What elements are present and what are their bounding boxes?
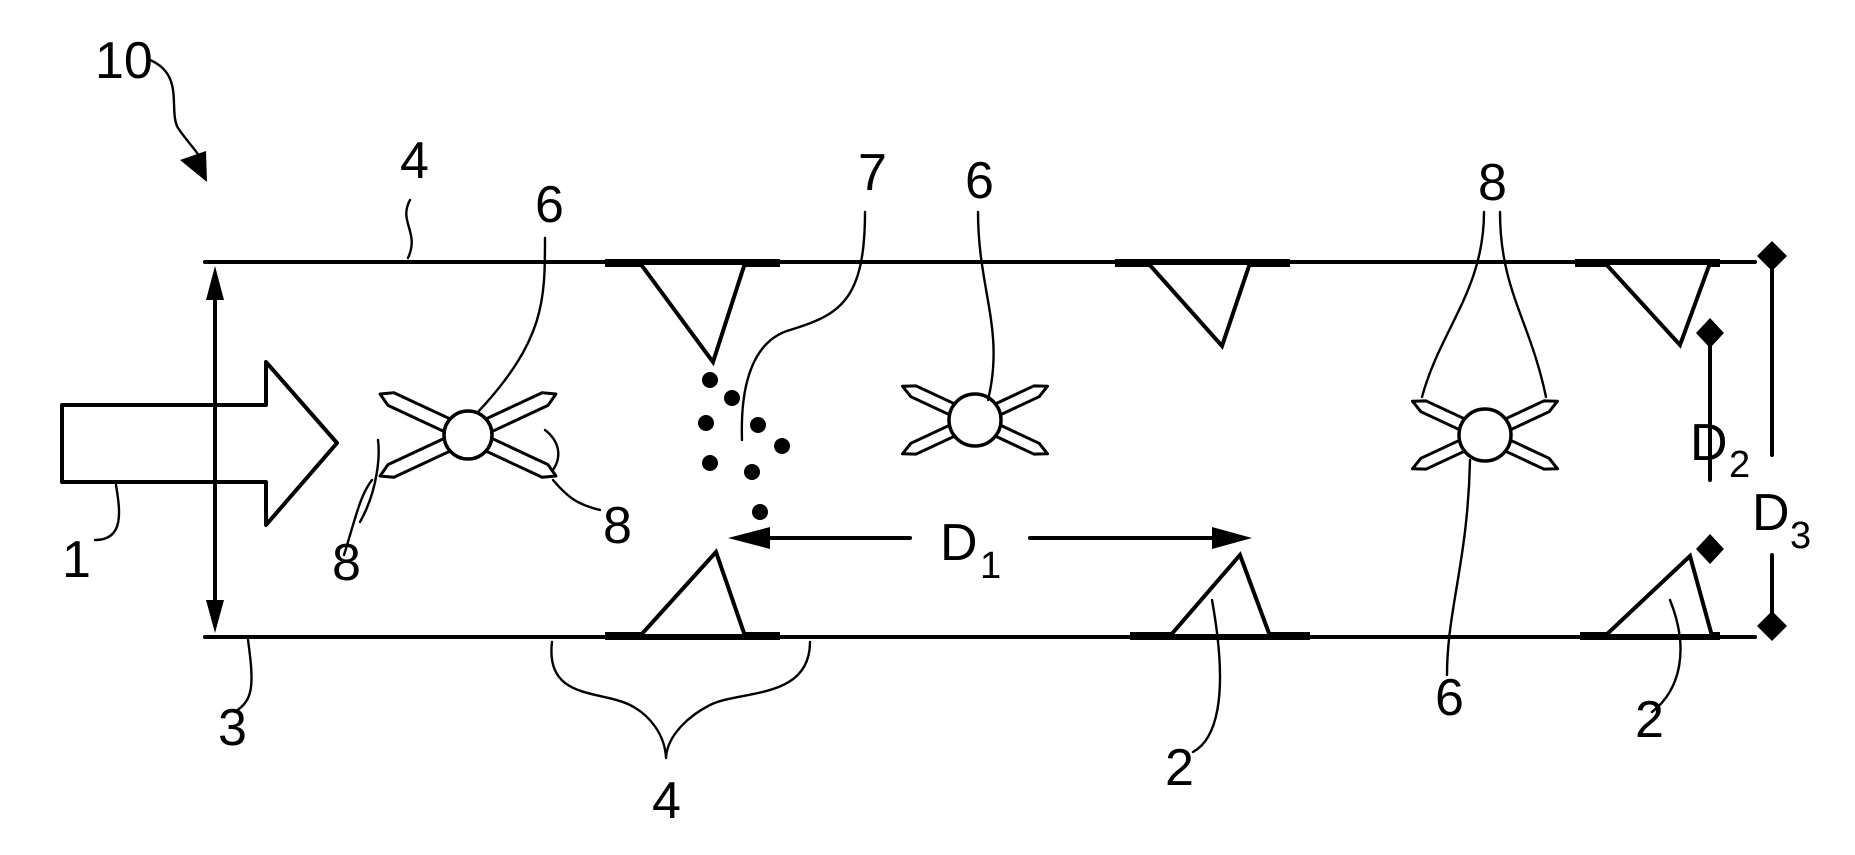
top-baffle-2 xyxy=(1148,263,1250,346)
label-d3-sub: 3 xyxy=(1790,515,1811,557)
label-d2-sub: 2 xyxy=(1729,444,1750,486)
mixer-middle xyxy=(900,381,1050,459)
label-d3-main: D xyxy=(1752,484,1790,542)
label-6-right: 6 xyxy=(1435,669,1464,727)
inlet-height-arrow xyxy=(206,266,224,633)
label-d1-sub: 1 xyxy=(980,545,1001,587)
label-d3: D 3 xyxy=(1752,484,1811,557)
label-10: 10 xyxy=(95,32,153,90)
mixer-right xyxy=(1410,396,1560,474)
label-8-left-b: 8 xyxy=(603,497,632,555)
mixer-left xyxy=(377,388,559,483)
top-baffle-3 xyxy=(1605,263,1710,345)
label-1: 1 xyxy=(62,531,91,589)
label-6-left: 6 xyxy=(535,176,564,234)
label-8-left-a: 8 xyxy=(332,534,361,592)
label-8-right: 8 xyxy=(1478,154,1507,212)
bottom-baffle-2 xyxy=(1170,555,1270,636)
label-4-top: 4 xyxy=(400,132,429,190)
label-4-bottom: 4 xyxy=(652,772,681,830)
label-d2: D 2 xyxy=(1690,414,1750,486)
label-6-middle: 6 xyxy=(965,152,994,210)
label-d1-main: D xyxy=(940,514,978,572)
label-2-right: 2 xyxy=(1635,691,1664,749)
bottom-baffle-1 xyxy=(640,552,745,636)
wall-segments xyxy=(605,263,1720,636)
flow-arrow xyxy=(62,362,337,525)
top-baffle-1 xyxy=(640,263,745,362)
label-3: 3 xyxy=(218,699,247,757)
label-7: 7 xyxy=(858,144,887,202)
label-2-middle: 2 xyxy=(1165,739,1194,797)
label-d2-main: D xyxy=(1690,414,1728,472)
d3-marker xyxy=(1757,241,1787,641)
label-d1: D 1 xyxy=(940,514,1001,587)
bottom-baffle-3 xyxy=(1605,556,1712,636)
